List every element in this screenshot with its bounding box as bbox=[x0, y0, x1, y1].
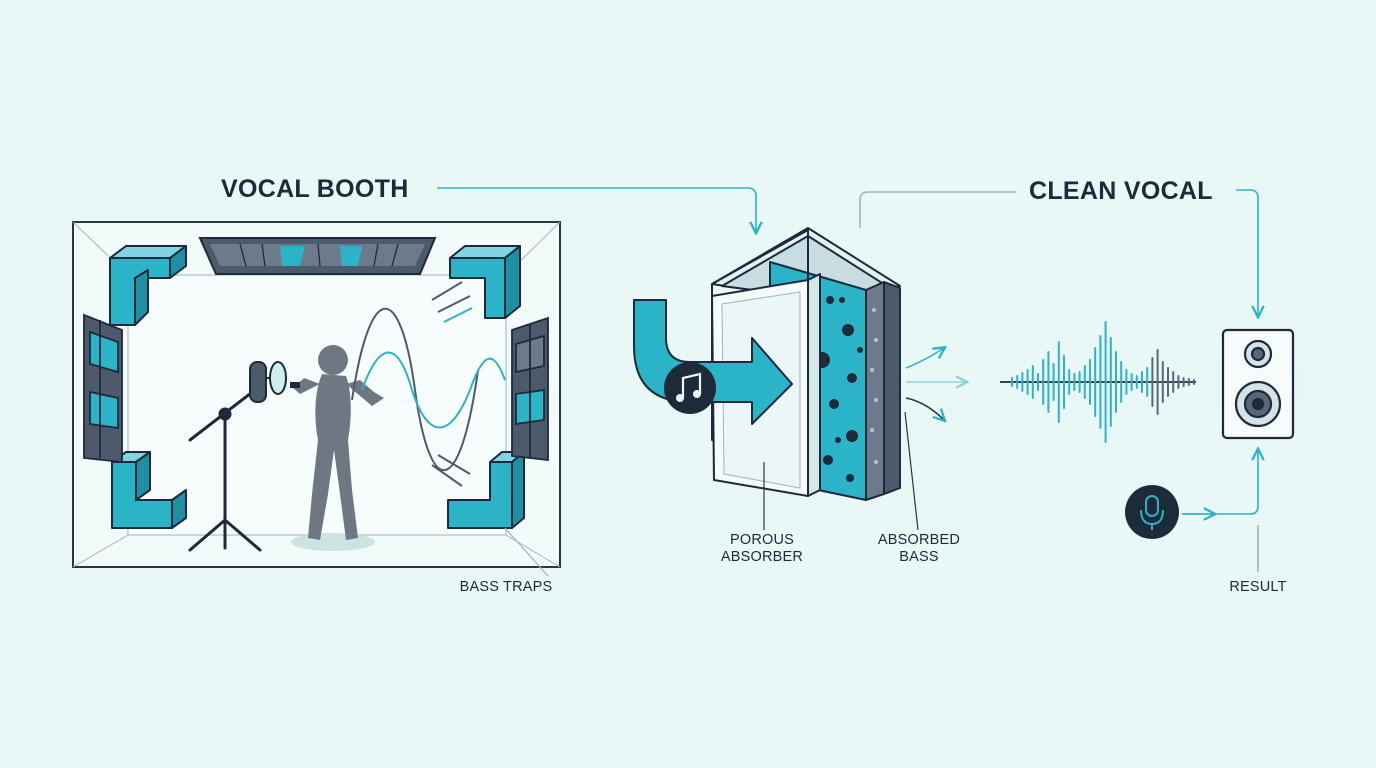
microphone-icon bbox=[1125, 485, 1179, 539]
booth-sound-waves bbox=[351, 281, 506, 487]
clean-vocal-title: CLEAN VOCAL bbox=[1029, 177, 1213, 205]
absorbed-bass-leader bbox=[904, 411, 919, 531]
outgoing-sound-arrows bbox=[905, 348, 966, 420]
microphone-stand bbox=[188, 388, 262, 552]
vocal-booth-title: VOCAL BOOTH bbox=[221, 175, 409, 203]
bass-traps-label: BASS TRAPS bbox=[459, 579, 553, 595]
left-wall-panel bbox=[83, 313, 123, 463]
bass-trap-bottom-left bbox=[111, 451, 187, 529]
connector-arrows bbox=[437, 187, 1258, 572]
clean-vocal-waveform bbox=[1011, 321, 1195, 443]
speaker-icon bbox=[1221, 328, 1295, 440]
ceiling-diffuser-panel bbox=[198, 237, 437, 275]
bass-trap-top-right bbox=[449, 245, 521, 319]
bass-trap-top-left bbox=[109, 245, 187, 326]
arrow-from-mic bbox=[1182, 450, 1258, 515]
absorbed-bass-line-1: ABSORBED bbox=[877, 532, 961, 548]
porous-absorber-label: POROUS ABSORBER bbox=[712, 532, 812, 566]
absorbed-bass-line-2: BASS bbox=[899, 549, 939, 565]
music-note-icon bbox=[664, 362, 716, 414]
singer-figure bbox=[290, 345, 384, 551]
bass-trap-bottom-right bbox=[447, 451, 525, 529]
porous-absorber-line-1: POROUS bbox=[729, 532, 795, 548]
right-wall-panel bbox=[511, 316, 549, 462]
arrow-to-speaker bbox=[1236, 189, 1258, 316]
clean-vocal-leader bbox=[859, 191, 1016, 228]
arrow-icon bbox=[437, 187, 756, 232]
result-label: RESULT bbox=[1229, 579, 1287, 595]
microphone-icon bbox=[249, 361, 287, 403]
bass-traps-leader bbox=[504, 527, 549, 577]
porous-absorber-line-2: ABSORBER bbox=[720, 549, 804, 565]
absorbed-bass-label: ABSORBED BASS bbox=[869, 532, 969, 566]
